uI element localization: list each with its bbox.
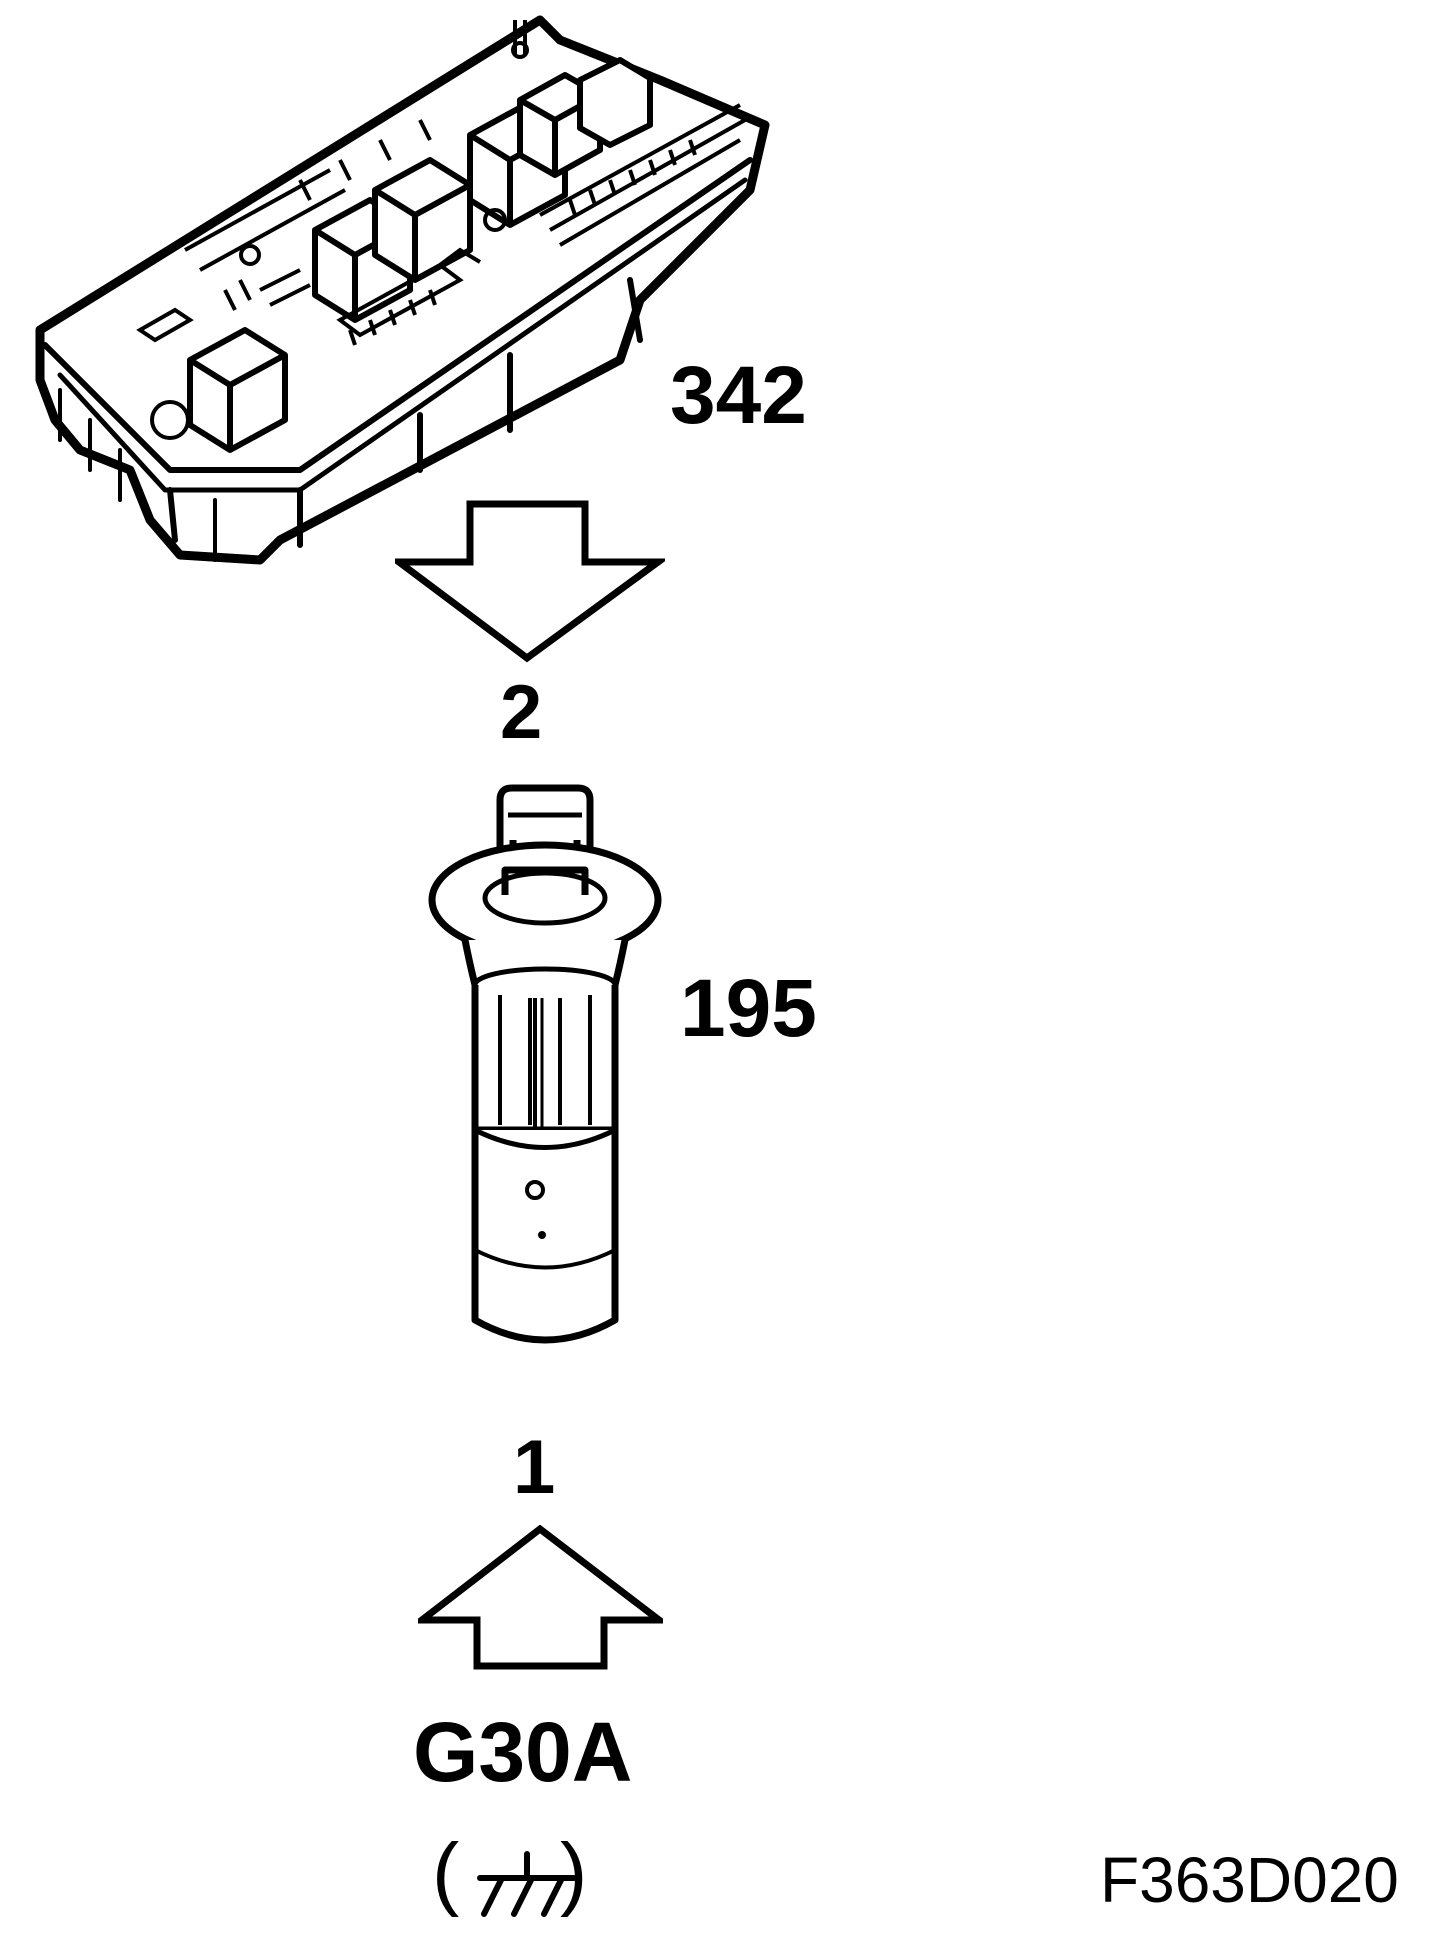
sensor-illustration <box>428 784 662 1344</box>
ground-id-label: G30A <box>413 1705 633 1799</box>
pin-1-label: 1 <box>513 1425 556 1510</box>
fuse-box-id-label: 342 <box>670 350 807 441</box>
figure-reference-label: F363D020 <box>1100 1844 1399 1916</box>
ground-paren-open: ( <box>432 1827 460 1918</box>
arrow-down-icon <box>395 500 665 663</box>
chassis-ground-icon <box>477 1851 577 1917</box>
pin-2-label: 2 <box>500 670 543 755</box>
component-id-label: 195 <box>680 963 817 1054</box>
arrow-up-icon <box>418 1525 663 1670</box>
ground-paren-close: ) <box>560 1827 588 1918</box>
